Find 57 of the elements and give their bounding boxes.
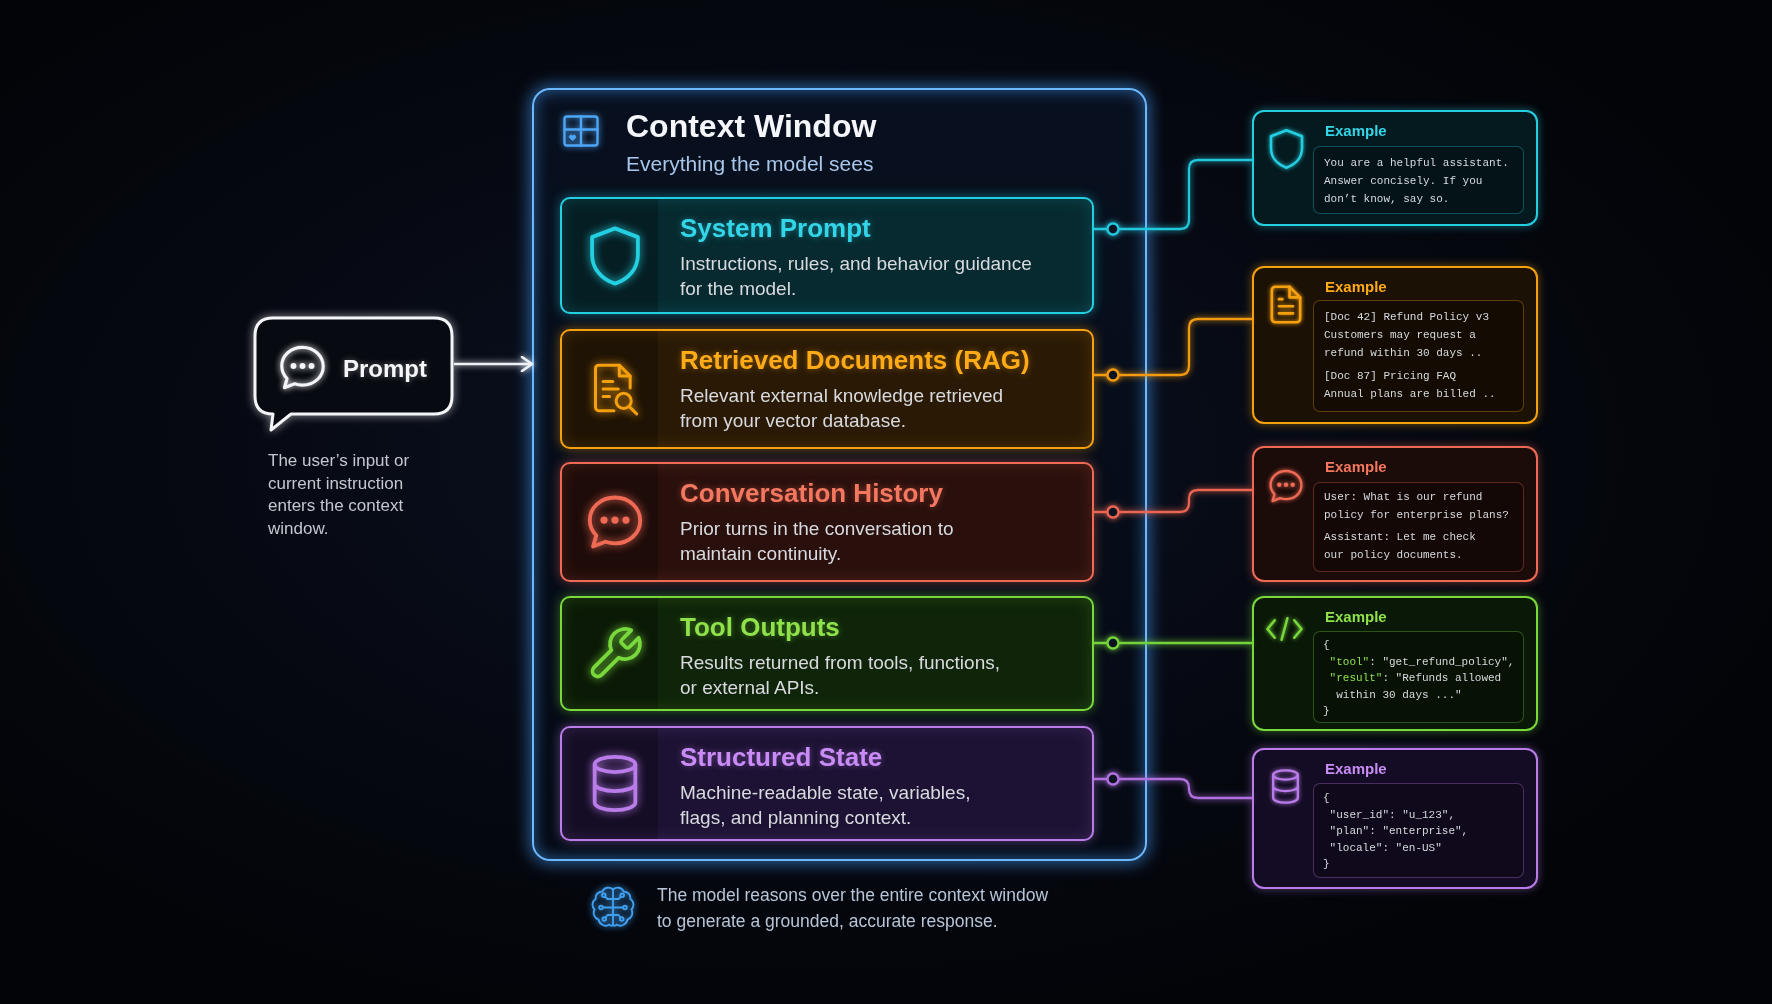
layer-description: Instructions, rules, and behavior guidance for the model. [680, 252, 1032, 301]
code-text: "user_id": "u_123", [1328, 807, 1456, 823]
context-layer-card [560, 329, 1094, 449]
code-text: } [1323, 704, 1331, 719]
example-heading: Example [1325, 457, 1387, 477]
layer-description: Machine-readable state, variables, flags, and planning context. [680, 781, 971, 830]
bubble-title: Prompt [343, 354, 427, 384]
layer-title: Structured State [680, 741, 883, 774]
layer-description: Results returned from tools, functions, or external APIs. [680, 651, 1000, 700]
example-card [1252, 596, 1538, 731]
connector-line [1094, 158, 1252, 236]
example-heading: Example [1325, 121, 1387, 141]
panel-subtitle: Everything the model sees [626, 151, 874, 177]
code-text: User: What is our refund policy for enterprise plans? [1324, 490, 1510, 523]
code-text: "locale": "en-US" [1328, 840, 1443, 856]
context-layer-card [560, 596, 1094, 711]
arrow [454, 355, 534, 373]
connector-line [1094, 488, 1252, 519]
layer-title: System Prompt [680, 212, 871, 245]
example-card [1252, 266, 1538, 424]
code-panel [1313, 783, 1524, 878]
panel-title: Context Window [626, 107, 877, 145]
example-heading: Example [1325, 607, 1387, 627]
code-text: You are a helpful assistant. Answer concisely. If you don’t know, say so. [1324, 156, 1510, 207]
context-window-panel [532, 88, 1147, 861]
example-heading: Example [1325, 277, 1387, 297]
code-panel [1313, 631, 1524, 723]
connector-line [1094, 636, 1252, 650]
code-text: [Doc 42] Refund Policy v3 Customers may request a refund within 30 days .. [1324, 310, 1491, 361]
code-text: { [1323, 638, 1331, 653]
layer-title: Conversation History [680, 477, 943, 510]
layer-description: Relevant external knowledge retrieved from your vector database. [680, 384, 1004, 433]
code-text: } [1323, 857, 1331, 872]
footnote-text: The model reasons over the entire context window to generate a grounded, accurate response. [657, 884, 1049, 933]
code-text: Assistant: Let me check our policy documents. [1324, 530, 1477, 563]
code-panel [1313, 482, 1524, 572]
context-layer-card [560, 197, 1094, 314]
prompt-bubble [253, 316, 454, 432]
code-panel [1313, 146, 1524, 214]
context-layer-card [560, 462, 1094, 582]
layer-title: Retrieved Documents (RAG) [680, 344, 1030, 377]
layer-description: Prior turns in the conversation to maintain continuity. [680, 517, 954, 566]
example-card [1252, 110, 1538, 226]
example-card [1252, 446, 1538, 582]
code-panel [1313, 300, 1524, 412]
code-text: "result": "Refunds allowed within 30 days ..." [1328, 671, 1503, 703]
example-heading: Example [1325, 759, 1387, 779]
context-layer-card [560, 726, 1094, 841]
caption-text: The user’s input or current instruction enters the context window. [268, 450, 410, 540]
connector-line [1094, 317, 1252, 382]
code-text: "tool": "get_refund_policy", [1328, 654, 1516, 670]
code-text: [Doc 87] Pricing FAQ Annual plans are billed .. [1324, 369, 1497, 402]
code-text: "plan": "enterprise", [1328, 824, 1470, 839]
connector-line [1094, 772, 1252, 800]
example-card [1252, 748, 1538, 889]
layer-title: Tool Outputs [680, 611, 840, 644]
code-text: { [1323, 791, 1331, 806]
